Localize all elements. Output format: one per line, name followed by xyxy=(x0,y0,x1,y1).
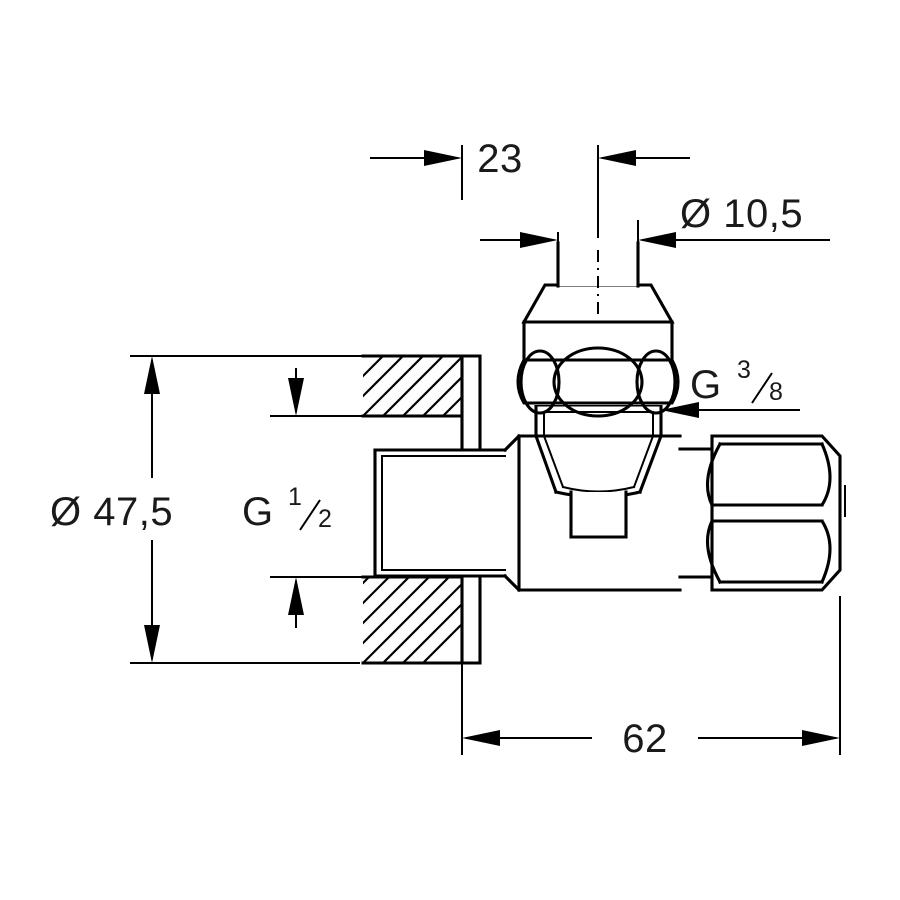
valve-body xyxy=(517,434,714,592)
outlet-union-nut-g38 xyxy=(706,432,846,594)
dimension-23: 23 xyxy=(370,137,690,238)
dimension-label-thread-g38-numerator: 3 xyxy=(737,356,751,384)
dimension-label-diameter-10-5: Ø 10,5 xyxy=(680,192,803,236)
threaded-inlet-g12 xyxy=(373,433,522,593)
wall-section xyxy=(361,354,464,665)
dimension-label-thread-g38-prefix: G xyxy=(690,363,722,407)
dimension-diameter-47-5: Ø 47,5 xyxy=(50,355,370,664)
dimension-thread-g12: G 1 2 xyxy=(242,368,370,628)
dimension-label-thread-g12-numerator: 1 xyxy=(288,483,302,511)
wall-hatch-upper xyxy=(363,356,462,416)
valve-spindle xyxy=(556,241,640,318)
dimension-thread-g38: G 3 8 xyxy=(661,356,800,418)
dimension-label-thread-g12-prefix: G xyxy=(242,490,274,534)
dimension-label-23: 23 xyxy=(477,137,523,181)
dimension-diameter-10-5: Ø 10,5 xyxy=(480,192,830,248)
dimension-label-62: 62 xyxy=(622,717,668,761)
wall-hatch-lower xyxy=(363,577,462,663)
dimension-label-thread-g12-denominator: 2 xyxy=(318,505,332,533)
dimension-label-thread-g38-denominator: 8 xyxy=(769,378,783,406)
dimension-62: 62 xyxy=(461,596,841,761)
dimension-label-diameter-47-5: Ø 47,5 xyxy=(50,490,173,534)
valve-collar xyxy=(534,403,663,438)
